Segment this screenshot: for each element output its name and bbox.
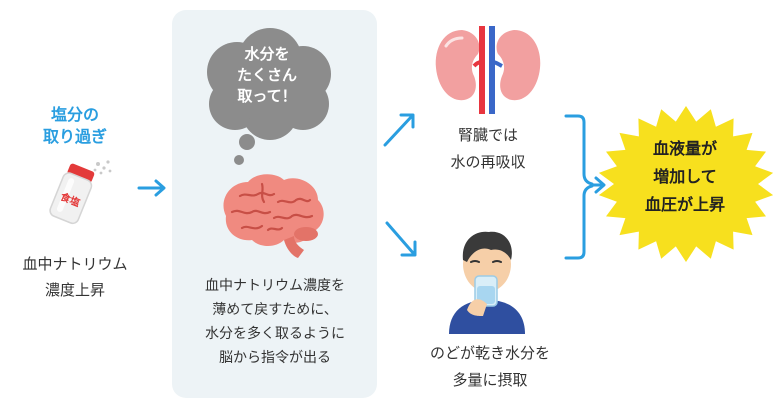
result-text: 血液量が 増加して 血圧が上昇	[610, 135, 760, 219]
drinking-person-icon	[449, 231, 525, 334]
salt-heading: 塩分の 取り過ぎ	[10, 104, 140, 148]
kidney-caption-line-2: 水の再吸収	[450, 153, 526, 171]
starburst-icon	[598, 106, 774, 262]
salt-heading-line-2: 取り過ぎ	[42, 127, 107, 146]
thought-bubble	[207, 28, 331, 165]
arrow-right-icon	[137, 179, 166, 197]
bubble-line-1: 水分を	[244, 45, 290, 63]
brain-caption-line-1: 血中ナトリウム濃度を	[205, 278, 345, 294]
starburst-shape	[598, 106, 774, 262]
brain-caption-line-3: 水分を多く取るように	[205, 326, 345, 342]
thought-bubble-text: 水分を たくさん 取って！	[208, 44, 326, 107]
kidney-caption: 腎臓では 水の再吸収	[418, 122, 558, 176]
arrow-down-right-icon	[385, 221, 417, 257]
arrow-up-right-icon	[383, 113, 415, 147]
salt-heading-line-1: 塩分の	[50, 105, 99, 124]
person-caption: のどが乾き水分を 多量に摂取	[400, 340, 580, 394]
result-line-3: 血圧が上昇	[644, 195, 725, 214]
salt-caption: 血中ナトリウム 濃度上昇	[10, 251, 140, 303]
kidney-icon	[435, 26, 541, 114]
person-caption-line-2: 多量に摂取	[452, 371, 528, 389]
brain-caption: 血中ナトリウム濃度を 薄めて戻すために、 水分を多く取るように 脳から指令が出る	[180, 274, 370, 370]
bubble-line-3: 取って！	[237, 87, 297, 105]
salt-shaker-icon: 食塩	[49, 160, 112, 225]
kidney-caption-line-1: 腎臓では	[457, 126, 518, 144]
brain-caption-line-2: 薄めて戻すために、	[212, 302, 338, 318]
bracket-icon	[564, 114, 606, 260]
bubble-line-2: たくさん	[236, 66, 297, 84]
result-line-1: 血液量が	[652, 139, 717, 158]
result-line-2: 増加して	[653, 167, 717, 186]
brain-icon	[223, 174, 324, 258]
salt-caption-line-1: 血中ナトリウム	[22, 255, 128, 273]
brain-caption-line-4: 脳から指令が出る	[219, 350, 331, 366]
salt-caption-line-2: 濃度上昇	[44, 281, 105, 299]
person-caption-line-1: のどが乾き水分を	[429, 344, 550, 362]
